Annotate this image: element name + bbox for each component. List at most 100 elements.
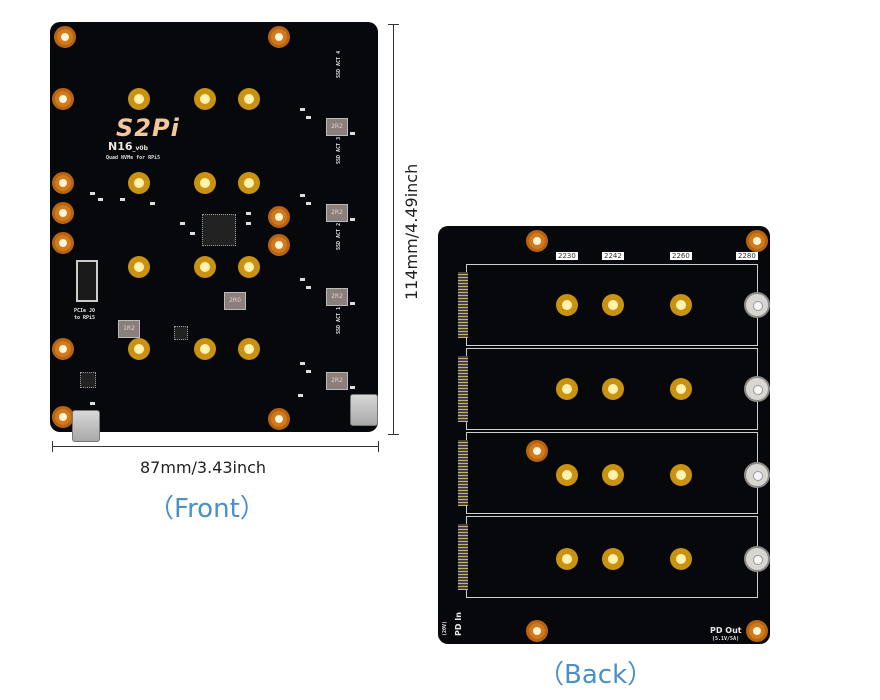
- m2-standoff-pad: [556, 378, 578, 400]
- pcie-fpc-connector: [76, 260, 98, 302]
- width-dimension-label: 87mm/3.43inch: [140, 458, 267, 477]
- m2-standoff-2280: [744, 462, 770, 488]
- mount-pad: [128, 172, 150, 194]
- width-dimension-tick: [52, 441, 53, 452]
- height-dimension-label: 114mm/4.49inch: [402, 163, 421, 300]
- ssd-act-label-4: SSD ACT 4: [336, 50, 342, 78]
- usb-c-port-front-left: [72, 410, 100, 442]
- mount-pad: [194, 172, 216, 194]
- height-dimension-tick: [388, 434, 399, 435]
- mount-pad: [128, 338, 150, 360]
- usb-c-port-front-right: [350, 394, 378, 426]
- mounting-hole: [746, 230, 768, 252]
- m2-standoff-pad: [556, 294, 578, 316]
- m2-standoff-pad: [670, 378, 692, 400]
- mount-pad: [238, 256, 260, 278]
- model-label: N16_v0b: [108, 140, 148, 153]
- mount-pad: [194, 338, 216, 360]
- m2-connector: [458, 524, 468, 590]
- smd-component: [306, 116, 311, 119]
- size-label-2230: 2230: [556, 252, 578, 260]
- mounting-hole: [52, 172, 74, 194]
- pcie-label-2: to RPi5: [74, 315, 96, 321]
- mount-pad: [128, 256, 150, 278]
- model-name: N16: [108, 140, 133, 153]
- smd-component: [300, 362, 305, 365]
- smd-component: [350, 132, 355, 135]
- smd-component: [98, 198, 103, 201]
- mount-pad: [238, 88, 260, 110]
- m2-standoff-2280: [744, 292, 770, 318]
- smd-component: [350, 386, 355, 389]
- smd-component: [246, 222, 251, 225]
- mount-pad: [128, 88, 150, 110]
- mounting-hole: [526, 620, 548, 642]
- smd-component: [150, 202, 155, 205]
- pd-out-sublabel: (5.1V/5A): [712, 636, 740, 642]
- smd-component: [246, 212, 251, 215]
- inductor: 2R2: [326, 118, 348, 136]
- size-label-2280: 2280: [736, 252, 758, 260]
- mount-pad: [238, 172, 260, 194]
- ssd-act-label-2: SSD ACT 2: [336, 222, 342, 250]
- board-subtitle: Quad NVMe for RPi5: [106, 155, 161, 161]
- front-caption: （Front）: [148, 494, 266, 524]
- smd-component: [300, 108, 305, 111]
- inductor: 2R2: [326, 204, 348, 222]
- m2-standoff-pad: [556, 548, 578, 570]
- mounting-hole: [268, 206, 290, 228]
- pd-out-label: PD Out: [710, 626, 742, 635]
- mounting-hole: [52, 338, 74, 360]
- inductor: 1R2: [118, 320, 140, 338]
- small-chip: [174, 326, 188, 340]
- mounting-hole: [268, 26, 290, 48]
- width-dimension-line: [52, 446, 378, 447]
- smd-component: [350, 218, 355, 221]
- model-version: _v0b: [132, 145, 148, 152]
- m2-standoff-pad: [670, 464, 692, 486]
- mounting-hole: [52, 88, 74, 110]
- back-caption: （Back）: [538, 660, 654, 690]
- mounting-hole: [52, 406, 74, 428]
- m2-connector: [458, 272, 468, 338]
- smd-component: [306, 202, 311, 205]
- mounting-hole: [54, 26, 76, 48]
- mount-pad: [238, 338, 260, 360]
- inductor: 2R2: [326, 372, 348, 390]
- mount-pad: [194, 88, 216, 110]
- m2-connector: [458, 440, 468, 506]
- size-label-2242: 2242: [602, 252, 624, 260]
- smd-component: [350, 302, 355, 305]
- mounting-hole: [52, 202, 74, 224]
- brand-logo: S2Pi: [116, 114, 180, 142]
- smd-component: [306, 370, 311, 373]
- back-board: 2230 2242 2260 2280 PD In (20V) PD Out (…: [438, 226, 770, 644]
- mount-pad: [194, 256, 216, 278]
- pd-in-label: PD In: [454, 612, 463, 636]
- pd-in-sublabel: (20V): [442, 620, 448, 636]
- inductor: 2R0: [224, 292, 246, 310]
- m2-standoff-pad: [556, 464, 578, 486]
- smd-component: [300, 278, 305, 281]
- smd-component: [300, 194, 305, 197]
- m2-standoff-pad: [602, 294, 624, 316]
- m2-standoff-pad: [602, 548, 624, 570]
- smd-component: [90, 192, 95, 195]
- m2-standoff-2280: [744, 376, 770, 402]
- ssd-act-label-1: SSD ACT 1: [336, 306, 342, 334]
- smd-component: [120, 198, 125, 201]
- smd-component: [306, 286, 311, 289]
- small-chip: [80, 372, 96, 388]
- m2-standoff-pad: [670, 294, 692, 316]
- smd-component: [190, 232, 195, 235]
- width-dimension-tick: [378, 441, 379, 452]
- m2-standoff-pad: [602, 378, 624, 400]
- m2-standoff-pad: [602, 464, 624, 486]
- mounting-hole: [268, 408, 290, 430]
- front-board: S2Pi N16_v0b Quad NVMe for RPi5 PCIe J0 …: [50, 22, 378, 442]
- m2-standoff-2280: [744, 546, 770, 572]
- controller-chip: [202, 214, 236, 246]
- height-dimension-tick: [388, 24, 399, 25]
- mounting-hole: [526, 440, 548, 462]
- mounting-hole: [268, 234, 290, 256]
